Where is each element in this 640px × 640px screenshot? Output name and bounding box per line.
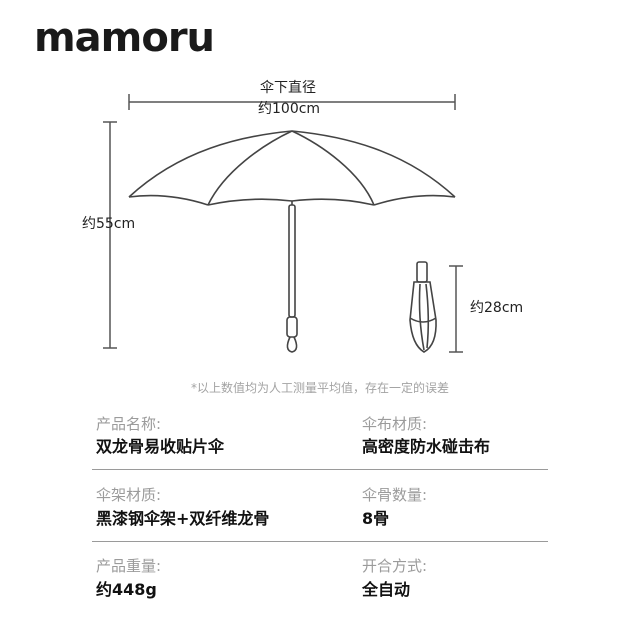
- measurement-note: *以上数值均为人工测量平均值，存在一定的误差: [190, 381, 449, 395]
- canopy-right-outer-rib: [291, 130, 456, 198]
- spec-value-frame: 黑漆钢伞架+双纤维龙骨: [96, 509, 270, 528]
- umbrella-diagram: [103, 94, 463, 353]
- spec-value-product-name: 双龙骨易收贴片伞: [96, 437, 225, 456]
- canopy-inner-rib-left: [207, 130, 293, 206]
- diameter-value: 约100cm: [258, 101, 321, 117]
- diameter-label: 伞下直径: [260, 80, 316, 96]
- spec-divider-1: [92, 469, 548, 470]
- folded-fold-line-1: [418, 283, 425, 351]
- umbrella-strap: [286, 336, 298, 353]
- canopy-left-outer-rib: [128, 130, 293, 198]
- canopy-inner-rib-right: [291, 130, 375, 206]
- canopy-edge-3: [291, 198, 375, 206]
- umbrella-handle: [286, 316, 298, 338]
- spec-value-fabric: 高密度防水碰击布: [362, 437, 491, 456]
- spec-value-rib-count: 8骨: [362, 509, 390, 528]
- spec-label-fabric: 伞布材质:: [362, 415, 428, 433]
- spec-label-rib-count: 伞骨数量:: [362, 486, 428, 504]
- canopy-edge-1: [128, 194, 209, 206]
- spec-label-opening: 开合方式:: [362, 557, 428, 575]
- spec-value-weight: 约448g: [96, 580, 157, 599]
- spec-value-opening: 全自动: [362, 580, 411, 599]
- spec-label-frame: 伞架材质:: [96, 486, 162, 504]
- folded-canopy: [409, 281, 437, 353]
- folded-handle: [416, 261, 428, 283]
- folded-length-value: 约28cm: [470, 300, 524, 316]
- canopy-edge-4: [373, 194, 456, 206]
- spec-label-product-name: 产品名称:: [96, 415, 162, 433]
- folded-umbrella: [409, 261, 437, 353]
- spec-divider-2: [92, 541, 548, 542]
- open-umbrella: [128, 130, 456, 353]
- spec-label-weight: 产品重量:: [96, 557, 162, 575]
- brand-logo: mamoru: [34, 15, 215, 61]
- umbrella-shaft: [288, 204, 296, 318]
- open-height-value: 约55cm: [82, 216, 136, 232]
- canopy-edge-2: [207, 198, 293, 206]
- folded-fold-line-2: [425, 283, 430, 349]
- folded-band: [409, 317, 437, 323]
